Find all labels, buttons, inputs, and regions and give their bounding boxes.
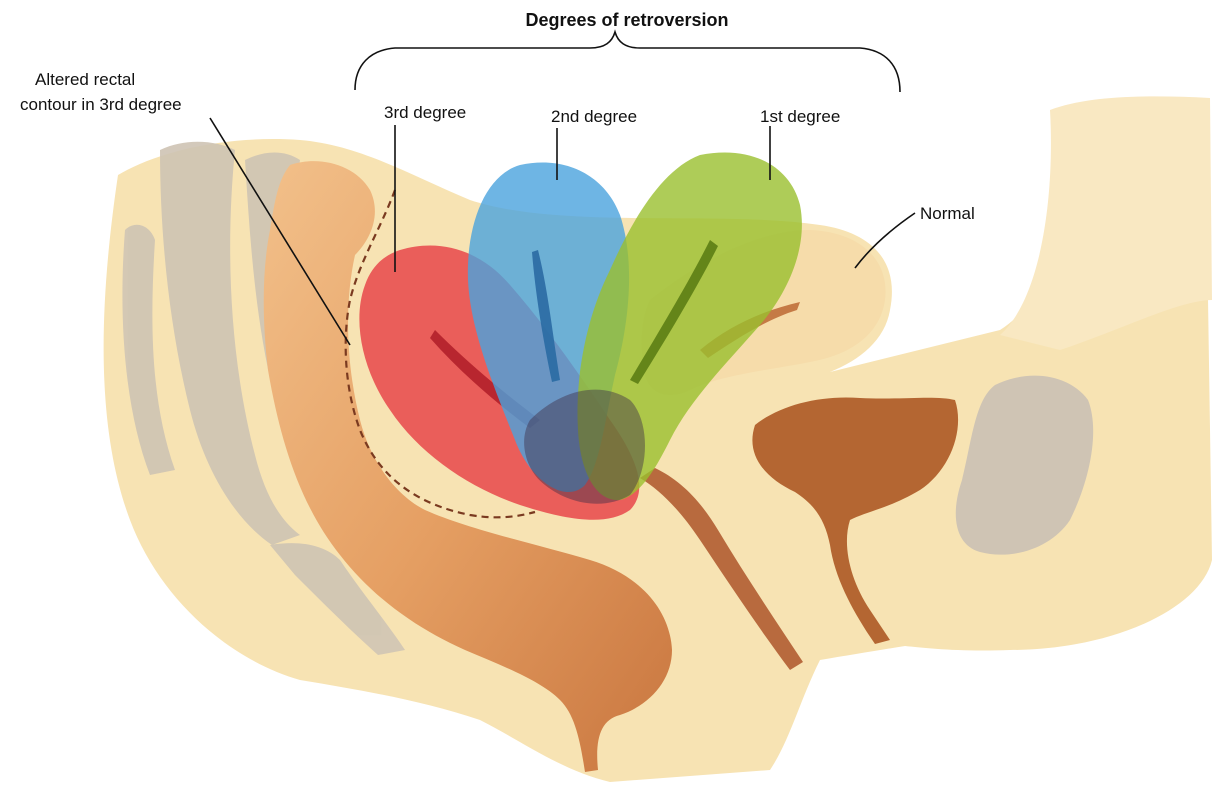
title-brace bbox=[355, 32, 900, 92]
label-first-degree: 1st degree bbox=[760, 107, 840, 126]
label-second-degree: 2nd degree bbox=[551, 107, 637, 126]
diagram-title: Degrees of retroversion bbox=[525, 10, 728, 30]
label-third-degree: 3rd degree bbox=[384, 103, 466, 122]
label-altered-line1: Altered rectal bbox=[35, 70, 135, 89]
label-normal: Normal bbox=[920, 204, 975, 223]
label-altered-line2: contour in 3rd degree bbox=[20, 95, 182, 114]
